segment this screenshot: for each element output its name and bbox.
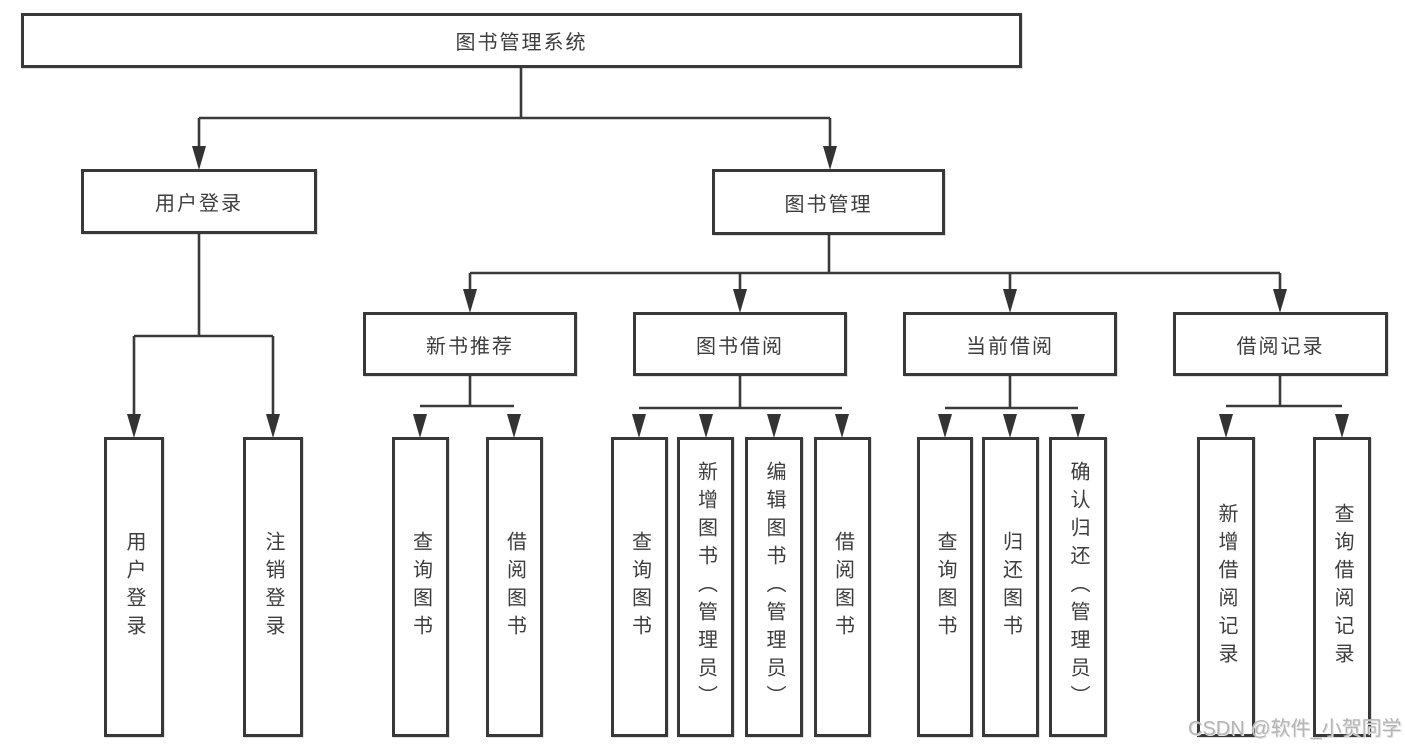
node-borrowing-records: 借阅记录 [1173,312,1388,376]
leaf-current-return-books-label: 归还图书 [999,531,1022,643]
leaf-user-login: 用户登录 [104,437,164,737]
node-user-login-label: 用户登录 [155,193,243,215]
leaf-borrowing-query-books-label: 查询图书 [628,531,651,643]
node-book-management: 图书管理 [712,169,945,235]
node-root: 图书管理系统 [21,13,1022,68]
leaf-recommend-borrow-books: 借阅图书 [486,437,543,737]
node-user-login: 用户登录 [81,169,317,234]
node-book-management-label: 图书管理 [784,193,873,216]
leaf-records-query-record: 查询借阅记录 [1313,437,1371,737]
node-book-borrowing: 图书借阅 [633,312,847,376]
leaf-recommend-borrow-books-label: 借阅图书 [503,531,526,643]
leaf-borrowing-edit-books-admin-label: 编辑图书（管理员） [763,461,785,713]
node-new-book-recommend-label: 新书推荐 [426,335,514,358]
leaf-current-return-books: 归还图书 [982,437,1039,737]
leaf-current-query-books-label: 查询图书 [934,531,956,643]
node-book-borrowing-label: 图书借阅 [696,335,784,358]
node-current-borrowing: 当前借阅 [903,312,1117,376]
leaf-current-query-books: 查询图书 [917,437,973,737]
leaf-records-add-record-label: 新增借阅记录 [1215,503,1237,671]
leaf-current-confirm-return-admin: 确认归还（管理员） [1049,437,1107,737]
leaf-borrowing-edit-books-admin: 编辑图书（管理员） [745,437,803,737]
leaf-recommend-query-books: 查询图书 [392,437,449,737]
arrowheads [127,146,1349,438]
node-new-book-recommend: 新书推荐 [363,312,577,376]
node-current-borrowing-label: 当前借阅 [966,335,1054,358]
leaf-borrowing-add-books-admin: 新增图书（管理员） [677,437,734,737]
leaf-borrowing-borrow-books: 借阅图书 [814,437,871,737]
leaf-borrowing-add-books-admin-label: 新增图书（管理员） [694,461,717,713]
leaf-recommend-query-books-label: 查询图书 [409,531,432,643]
leaf-logout-label: 注销登录 [262,531,284,643]
leaf-user-login-label: 用户登录 [123,531,145,643]
leaf-borrowing-query-books: 查询图书 [611,437,668,737]
leaf-current-confirm-return-admin-label: 确认归还（管理员） [1067,461,1089,713]
leaf-records-query-record-label: 查询借阅记录 [1331,503,1353,671]
node-borrowing-records-label: 借阅记录 [1236,335,1325,358]
leaf-records-add-record: 新增借阅记录 [1197,437,1255,737]
leaf-borrowing-borrow-books-label: 借阅图书 [831,531,854,643]
leaf-logout: 注销登录 [243,437,303,737]
csdn-watermark: CSDN @软件_小贺同学 [1188,718,1402,740]
node-root-label: 图书管理系统 [455,32,588,54]
